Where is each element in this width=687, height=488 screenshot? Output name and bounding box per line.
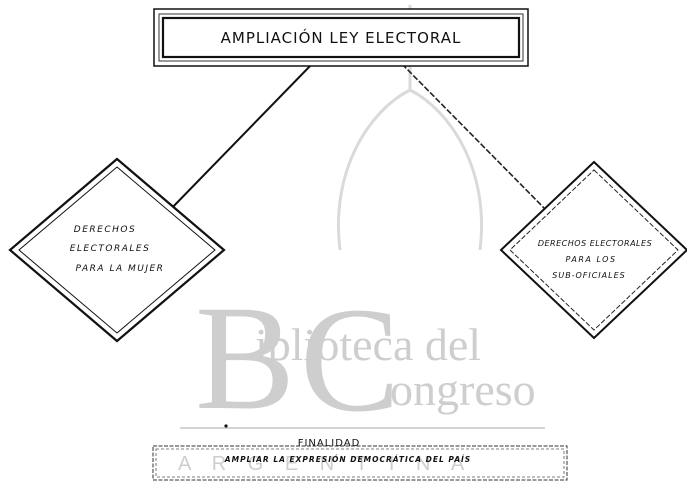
watermark-line2: ongreso [390, 364, 536, 415]
watermark-logo-b: B [195, 275, 295, 441]
left-node-line2: ELECTORALES [70, 244, 151, 254]
watermark-line1: iblioteca del [255, 319, 481, 370]
stray-dot [224, 424, 228, 428]
right-node-line1: DERECHOS ELECTORALES [538, 239, 652, 248]
watermark-logo-c: C [300, 277, 400, 443]
watermark-country: A R G E N T I N A [178, 453, 472, 475]
connector-right [401, 63, 549, 213]
right-node-line3: SUB-OFICIALES [552, 271, 625, 280]
bottom-heading: FINALIDAD [298, 438, 361, 449]
node-right-diamond: DERECHOS ELECTORALES PARA LOS SUB-OFICIA… [499, 160, 687, 340]
left-node-line3: PARA LA MUJER [76, 264, 165, 274]
connector-left [166, 63, 313, 214]
node-left-diamond: DERECHOS ELECTORALES PARA LA MUJER [8, 157, 226, 343]
right-node-line2: PARA LOS [565, 255, 616, 264]
left-node-line1: DERECHOS [74, 225, 136, 235]
bottom-text: AMPLIAR LA EXPRESIÓN DEMOCRÁTICA DEL PAÍ… [224, 455, 471, 464]
watermark-dome [337, 88, 483, 251]
bottom-box: FINALIDAD AMPLIAR LA EXPRESIÓN DEMOCRÁTI… [152, 438, 568, 481]
watermark: B C iblioteca del ongreso A R G E N T I … [178, 5, 545, 475]
title-label: AMPLIACIÓN LEY ELECTORAL [221, 28, 462, 47]
title-box: AMPLIACIÓN LEY ELECTORAL [153, 8, 529, 67]
